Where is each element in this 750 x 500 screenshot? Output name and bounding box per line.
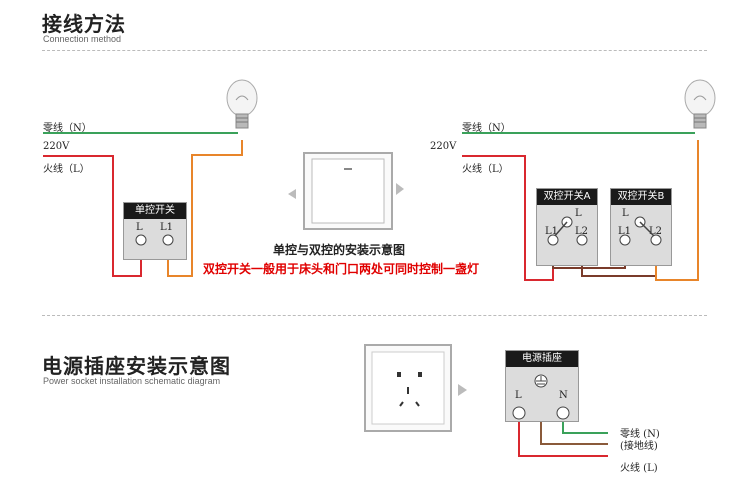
- section-title-socket: 电源插座安装示意图: [42, 354, 231, 378]
- right-neutral-label: 零线（N）: [462, 123, 511, 134]
- section-subtitle-socket: Power socket installation schematic diag…: [43, 376, 221, 386]
- terminal-label-l: L: [136, 222, 143, 233]
- right-voltage-label: 220V: [430, 141, 457, 152]
- switch-b-terminal-l1: L1: [618, 226, 632, 237]
- diagram-caption: 单控与双控的安装示意图: [273, 243, 406, 257]
- switch-a-terminal-l: L: [575, 208, 582, 219]
- arrow-right-icon-2: [458, 384, 467, 396]
- diagram-caption-note: 双控开关一般用于床头和门口两处可同时控制一盏灯: [203, 262, 480, 276]
- socket-live-wire: [518, 413, 608, 457]
- terminal-label-l1: L1: [160, 222, 174, 233]
- wall-switch-illustration: [288, 152, 404, 230]
- left-switched-wire: [167, 140, 243, 277]
- left-live-label: 火线（L）: [43, 164, 90, 175]
- right-live-wire: [462, 155, 554, 281]
- socket-box: 电源插座: [505, 350, 579, 422]
- socket-box-title: 电源插座: [506, 351, 578, 367]
- section-title-connection: 接线方法: [42, 12, 126, 36]
- switch-b-terminal-l: L: [622, 208, 629, 219]
- socket-live-label: 火线 (L): [620, 463, 658, 474]
- left-live-wire: [43, 155, 142, 277]
- socket-terminal-n: N: [559, 390, 568, 401]
- single-switch-title: 单控开关: [124, 203, 186, 219]
- right-live-label: 火线（L）: [462, 164, 509, 175]
- socket-ground-label: (接地线): [620, 441, 658, 452]
- single-switch-box: 单控开关: [123, 202, 187, 260]
- left-bulb-icon: [226, 79, 258, 129]
- double-switch-b-title: 双控开关B: [611, 189, 671, 205]
- socket-neutral-label: 零线 (N): [620, 429, 660, 440]
- left-neutral-label: 零线（N）: [43, 123, 92, 134]
- socket-plate-illustration: [364, 344, 467, 432]
- section-divider-2: [42, 315, 707, 316]
- right-bulb-icon: [684, 79, 716, 129]
- left-voltage-label: 220V: [43, 141, 70, 152]
- double-switch-a-title: 双控开关A: [537, 189, 597, 205]
- switch-a-terminal-l2: L2: [575, 226, 589, 237]
- arrow-left-icon: [288, 189, 296, 199]
- switch-b-terminal-l2: L2: [649, 226, 663, 237]
- switch-a-terminal-l1: L1: [545, 226, 559, 237]
- section-divider: [42, 50, 707, 51]
- socket-terminal-l: L: [515, 390, 522, 401]
- section-subtitle-connection: Connection method: [43, 34, 122, 44]
- arrow-right-icon: [396, 183, 404, 195]
